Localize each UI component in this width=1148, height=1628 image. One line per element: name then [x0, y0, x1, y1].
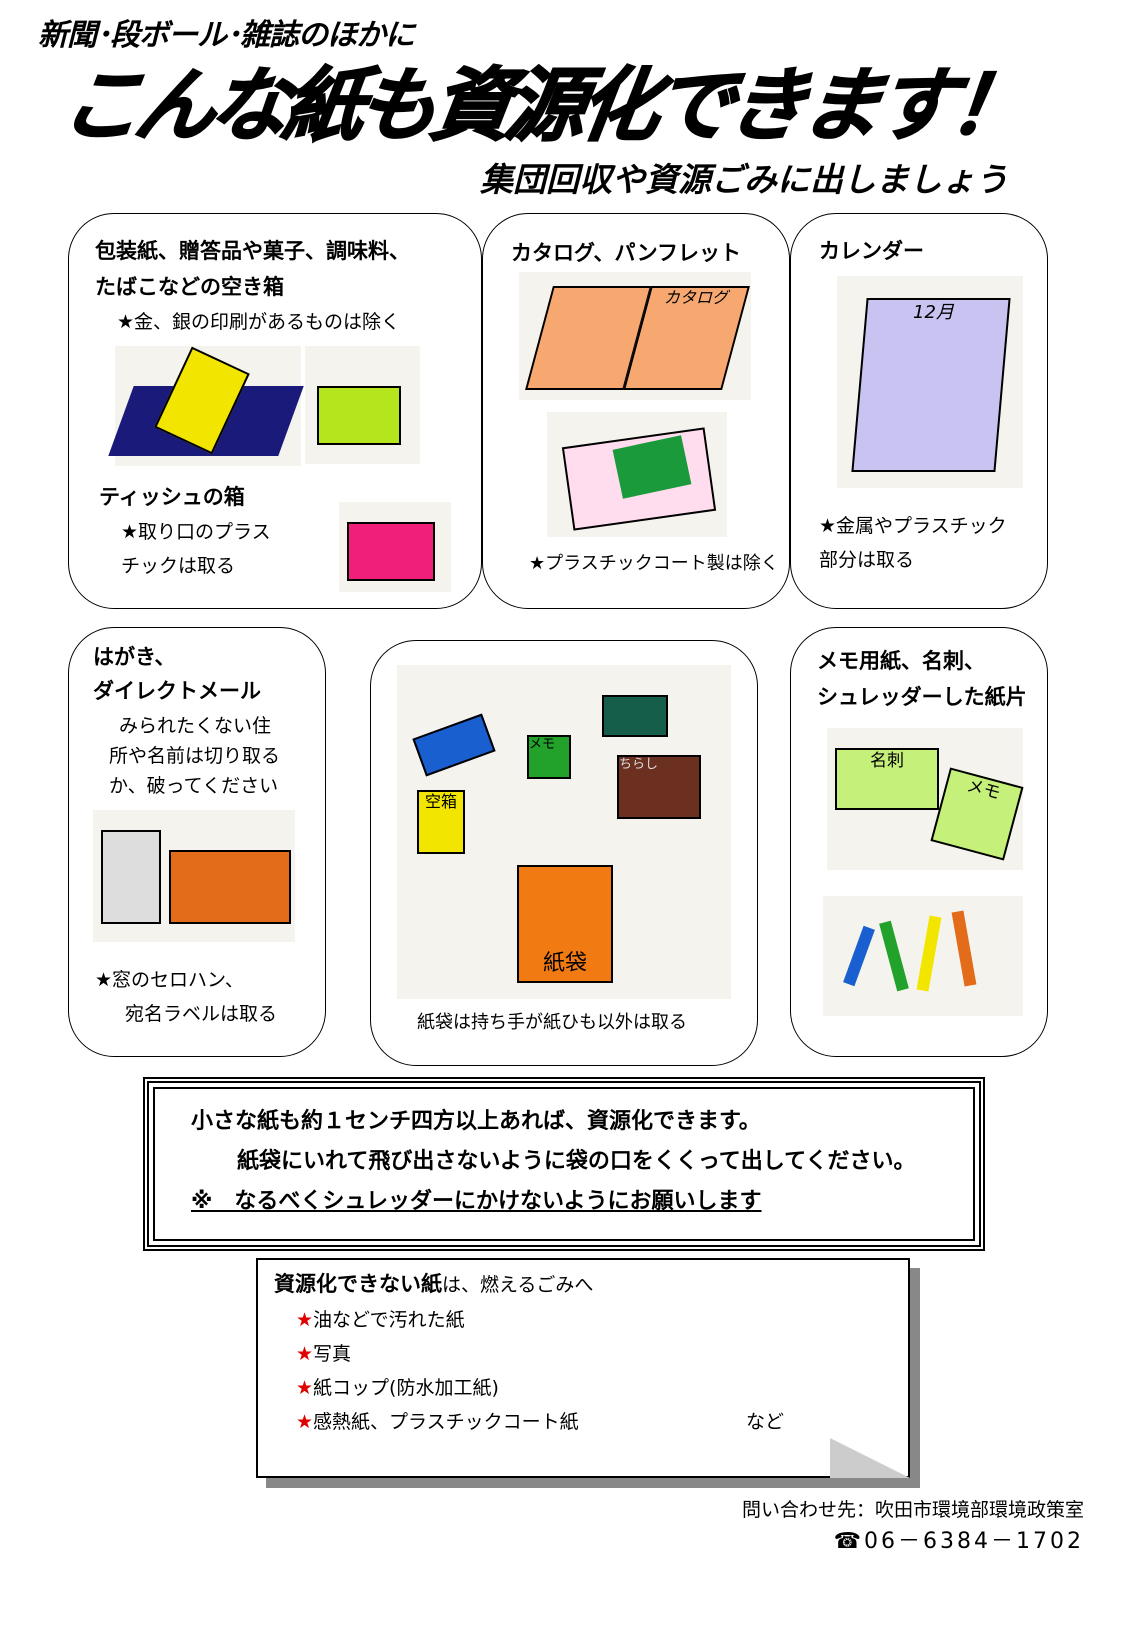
- notice-line-3: ※ なるべくシュレッダーにかけないようにお願いします: [191, 1189, 762, 1214]
- item-title: シュレッダーした紙片: [817, 685, 1027, 709]
- item-text: 油などで汚れた紙: [313, 1309, 465, 1331]
- item-note: 宛名ラベルは取る: [125, 1003, 278, 1025]
- item-note: ★プラスチックコート製は除く: [529, 553, 779, 574]
- box-illustration: [305, 346, 420, 464]
- item-text: 感熱紙、プラスチックコート紙: [313, 1411, 579, 1433]
- etc-text: など: [746, 1411, 785, 1433]
- calendar-illustration: 12月: [837, 276, 1023, 488]
- item-note: ★窓のセロハン、: [95, 969, 244, 991]
- empty-box-label: 空箱: [417, 790, 465, 854]
- not-recyclable-item: ★油などで汚れた紙: [296, 1306, 465, 1334]
- item-title: 包装紙、贈答品や菓子、調味料、: [95, 239, 410, 263]
- not-recyclable-item: ★写真: [296, 1340, 351, 1368]
- notice-box: 小さな紙も約１センチ四方以上あれば、資源化できます。 紙袋にいれて飛び出さないよ…: [143, 1077, 985, 1251]
- business-card-label: 名刺: [835, 748, 939, 810]
- item-title: たばこなどの空き箱: [95, 275, 284, 299]
- item-note: ★金、銀の印刷があるものは除く: [117, 311, 401, 333]
- star-icon: ★: [296, 1377, 314, 1399]
- memo-drawing-label: メモ: [930, 767, 1024, 861]
- paper-bag-label: 紙袋: [517, 865, 613, 983]
- catalog-illustration: カタログ: [519, 272, 751, 400]
- star-icon: ★: [296, 1343, 314, 1365]
- item-note: 紙袋は持ち手が紙ひも以外は取る: [417, 1012, 687, 1033]
- item-title: はがき、: [93, 645, 176, 669]
- notice-line-1: 小さな紙も約１センチ四方以上あれば、資源化できます。: [191, 1109, 761, 1134]
- postcard-illustration: [93, 810, 295, 942]
- not-recyclable-heading: 資源化できない紙は、燃えるごみへ: [274, 1270, 593, 1299]
- tissue-box-illustration: [339, 502, 451, 592]
- paper-bag-illustration: 空箱 メモ ちらし 紙袋: [397, 665, 731, 999]
- item-box-memo-cards: メモ用紙、名刺、 シュレッダーした紙片 名刺 メモ: [790, 627, 1048, 1057]
- not-recyclable-box: 資源化できない紙は、燃えるごみへ ★油などで汚れた紙 ★写真 ★紙コップ(防水加…: [256, 1258, 910, 1478]
- item-subnote: ★取り口のプラス: [121, 521, 271, 543]
- heading-rest: は、燃えるごみへ: [442, 1274, 594, 1296]
- item-box-paper-bag: 空箱 メモ ちらし 紙袋 紙袋は持ち手が紙ひも以外は取る: [370, 640, 758, 1066]
- star-icon: ★: [296, 1309, 314, 1331]
- business-card-illustration: 名刺 メモ: [827, 728, 1024, 870]
- not-recyclable-item: ★紙コップ(防水加工紙): [296, 1374, 499, 1402]
- flyer-label: ちらし: [617, 755, 701, 819]
- phone-number: ☎06－6384－1702: [833, 1529, 1084, 1554]
- item-box-postcards: はがき、 ダイレクトメール みられたくない住 所や名前は切り取る か、破ってくだ…: [68, 627, 326, 1057]
- item-box-calendar: カレンダー 12月 ★金属やプラスチック 部分は取る: [790, 213, 1048, 609]
- item-note: 所や名前は切り取る: [109, 745, 281, 767]
- notice-line-2: 紙袋にいれて飛び出さないように袋の口をくくって出してください。: [237, 1149, 916, 1174]
- memo-label: メモ: [527, 735, 571, 779]
- item-box-catalogs: カタログ、パンフレット カタログ ★プラスチックコート製は除く: [482, 213, 790, 609]
- item-text: 写真: [313, 1343, 352, 1365]
- item-title: メモ用紙、名刺、: [817, 649, 985, 673]
- item-note: ★金属やプラスチック: [819, 515, 1007, 537]
- item-title: カレンダー: [819, 239, 924, 263]
- calendar-drawing-text: 12月: [913, 302, 954, 323]
- contact-text: 問い合わせ先：吹田市環境部環境政策室: [741, 1499, 1084, 1521]
- item-subtitle: ティッシュの箱: [99, 485, 245, 509]
- item-text: 紙コップ(防水加工紙): [313, 1377, 499, 1399]
- pamphlet-illustration: [547, 412, 727, 537]
- shredded-paper-illustration: [823, 896, 1023, 1016]
- page-curl-icon: [830, 1438, 910, 1478]
- heading-bold: 資源化できない紙: [274, 1272, 442, 1296]
- item-title: ダイレクトメール: [93, 679, 261, 703]
- item-subnote: チックは取る: [121, 555, 236, 577]
- header-subtitle: 新聞･段ボール･雑誌のほかに: [38, 18, 415, 53]
- header-title: こんな紙も資源化できます！: [55, 58, 1032, 153]
- gift-box-illustration: [108, 346, 304, 466]
- item-note: 部分は取る: [819, 549, 915, 571]
- item-title: カタログ、パンフレット: [511, 241, 741, 265]
- item-note: か、破ってください: [109, 775, 279, 797]
- header-tagline: 集団回収や資源ごみに出しましょう: [480, 160, 1008, 199]
- item-box-gift-boxes: 包装紙、贈答品や菓子、調味料、 たばこなどの空き箱 ★金、銀の印刷があるものは除…: [68, 213, 482, 609]
- not-recyclable-item: ★感熱紙、プラスチックコート紙: [296, 1408, 579, 1436]
- star-icon: ★: [296, 1411, 314, 1433]
- item-note: みられたくない住: [119, 715, 272, 737]
